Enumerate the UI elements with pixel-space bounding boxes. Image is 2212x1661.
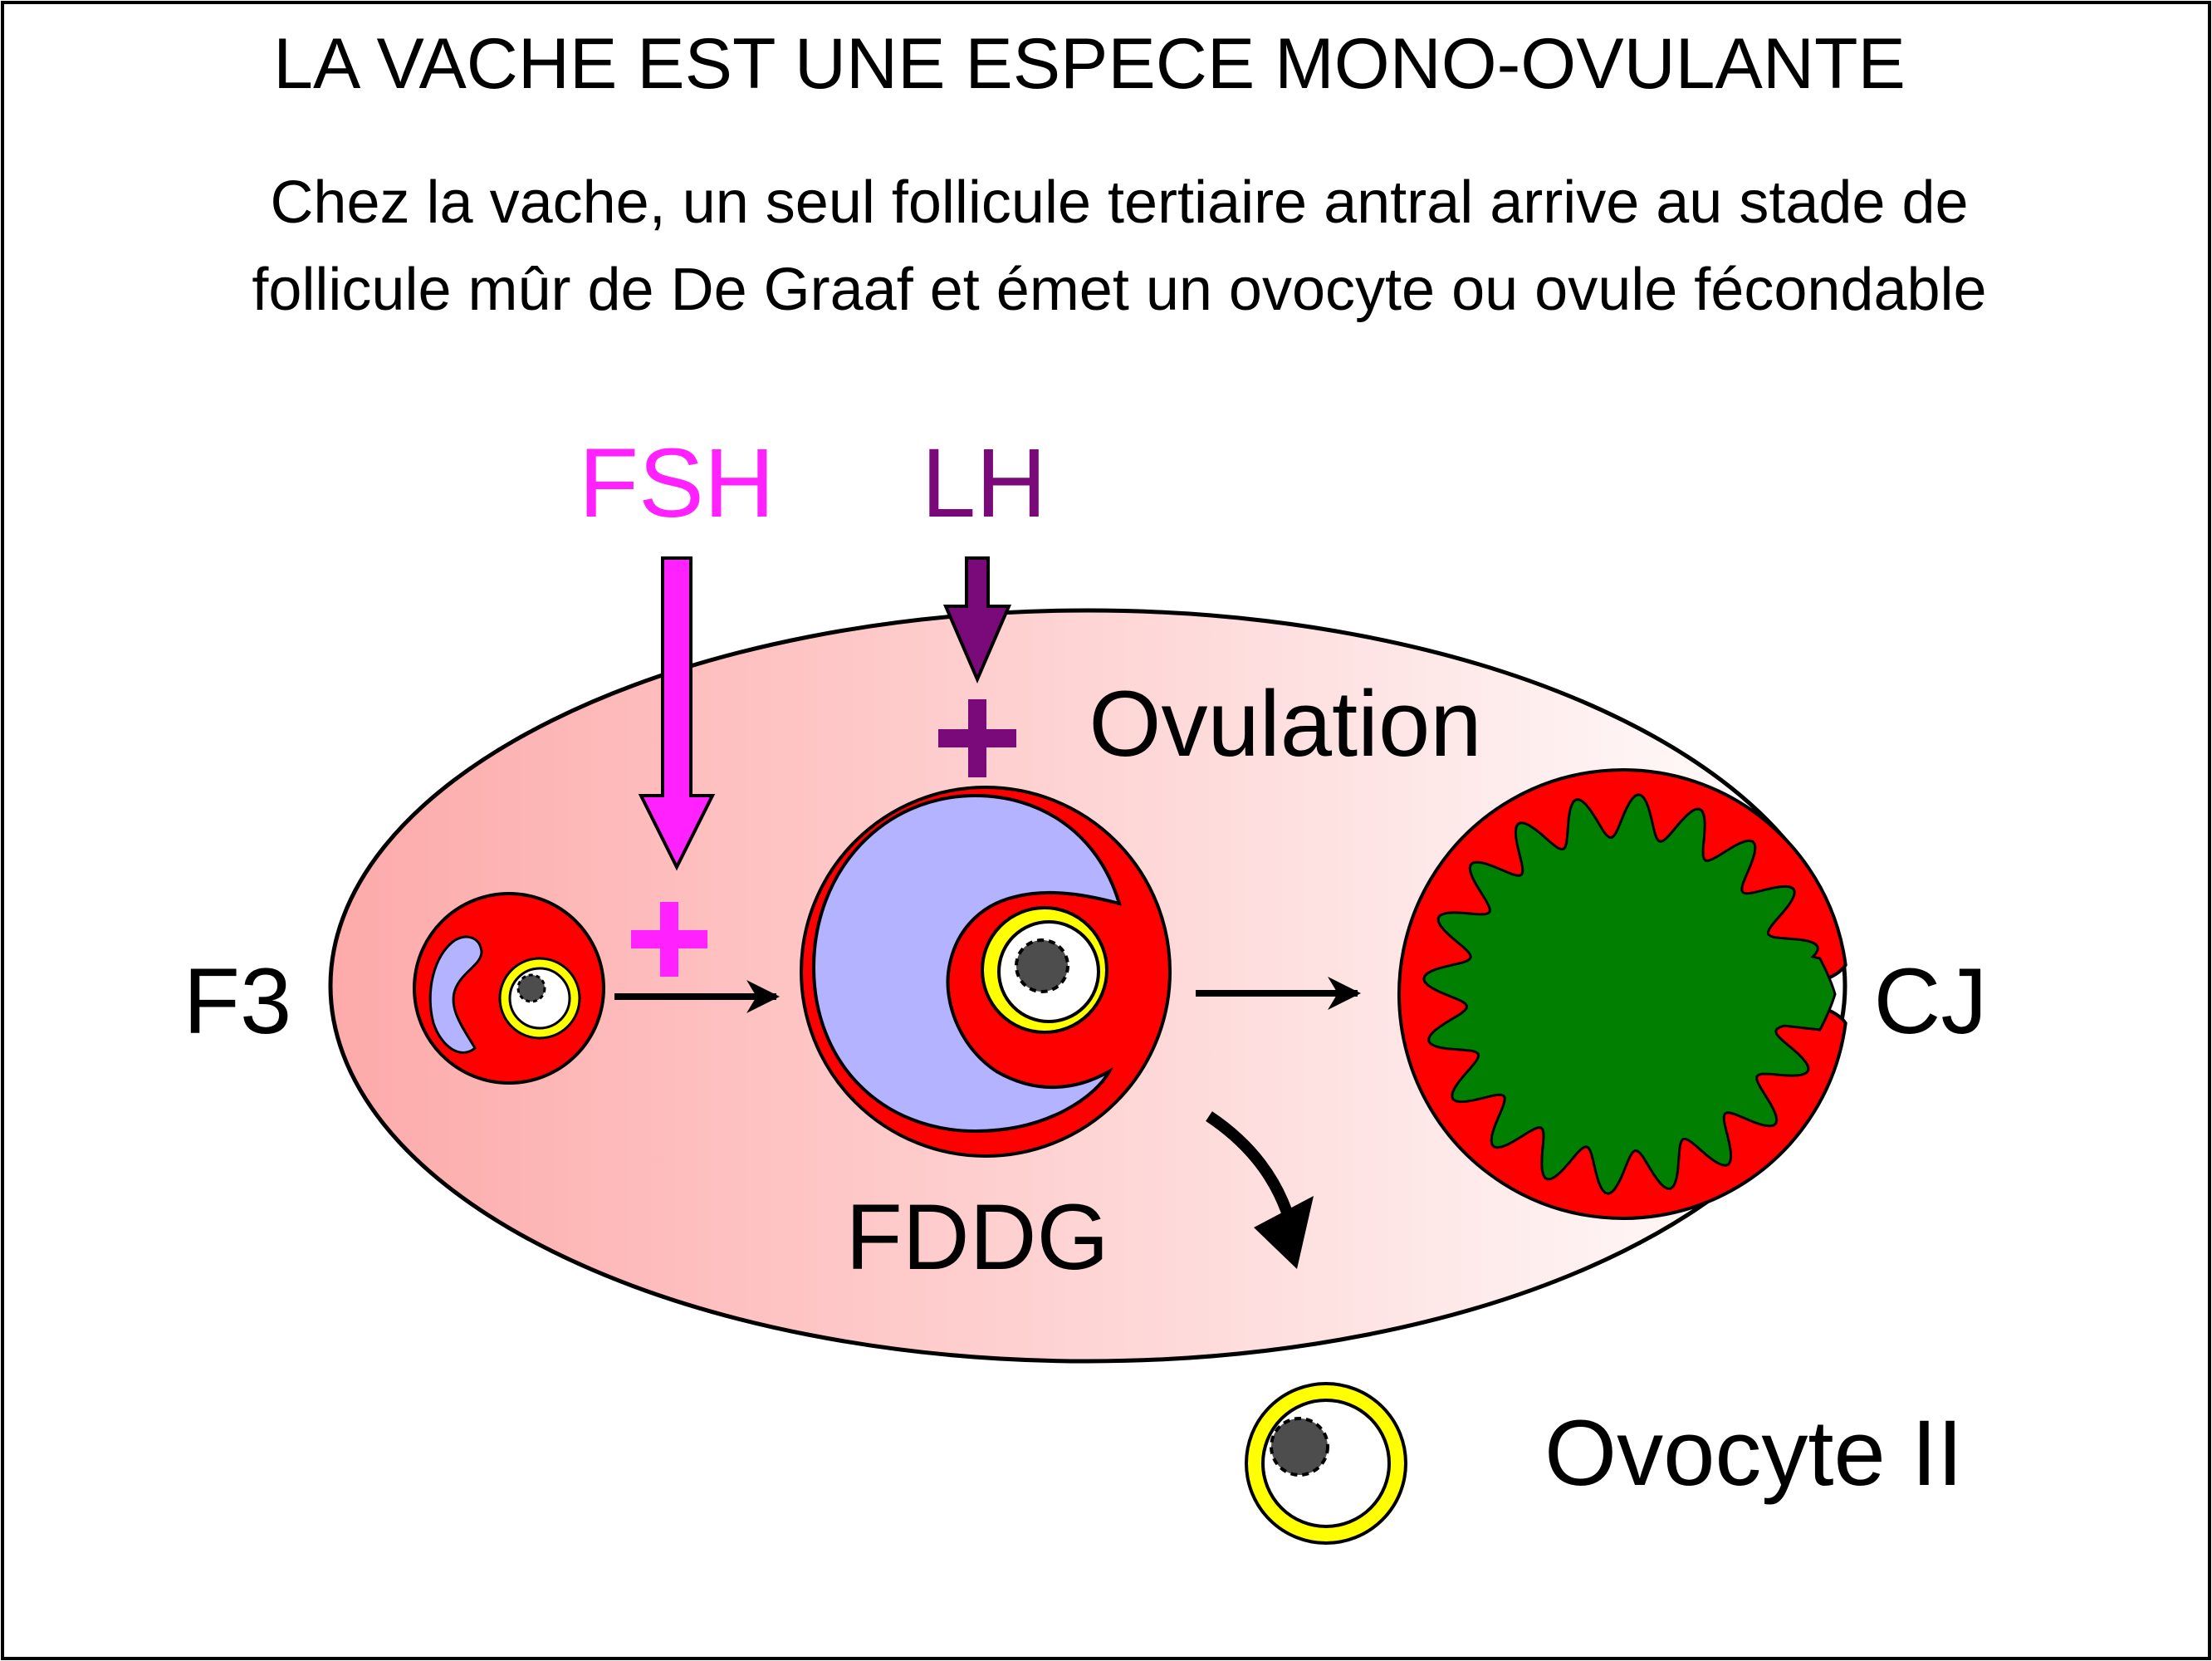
lh-arrow xyxy=(942,556,1012,684)
arrow-oocyte-release-head xyxy=(1254,1196,1314,1269)
graafian-antrum xyxy=(811,793,1122,1134)
graafian-oocyte-nucleus xyxy=(1015,938,1069,993)
tertiary-oocyte-nucleus xyxy=(516,973,546,1003)
tertiary-follicle xyxy=(413,892,605,1085)
ovulation-label: Ovulation xyxy=(1089,672,1481,776)
graafian-follicle xyxy=(800,786,1172,1158)
fsh-arrow xyxy=(638,556,716,871)
fsh-label: FSH xyxy=(579,429,775,538)
tertiary-antrum xyxy=(428,935,483,1054)
subtitle-line-1: Chez la vache, un seul follicule tertiai… xyxy=(270,169,1968,236)
lh-label: LH xyxy=(922,429,1047,538)
ovocyte-ii xyxy=(1245,1382,1407,1545)
cj-label: CJ xyxy=(1874,949,1988,1053)
fddg-label: FDDG xyxy=(845,1185,1108,1289)
fsh-plus-sign xyxy=(631,902,707,977)
f3-label: F3 xyxy=(184,949,292,1053)
corpus-luteum xyxy=(1397,768,1847,1220)
page-title: LA VACHE EST UNE ESPECE MONO-OVULANTE xyxy=(273,24,1906,104)
lh-plus-sign xyxy=(938,699,1016,777)
ovocyte-nucleus xyxy=(1270,1417,1329,1477)
corpus-luteum-core xyxy=(1422,793,1837,1195)
subtitle-line-2: follicule mûr de De Graaf et émet un ovo… xyxy=(252,257,1986,323)
ovocyte-label: Ovocyte II xyxy=(1544,1401,1963,1505)
